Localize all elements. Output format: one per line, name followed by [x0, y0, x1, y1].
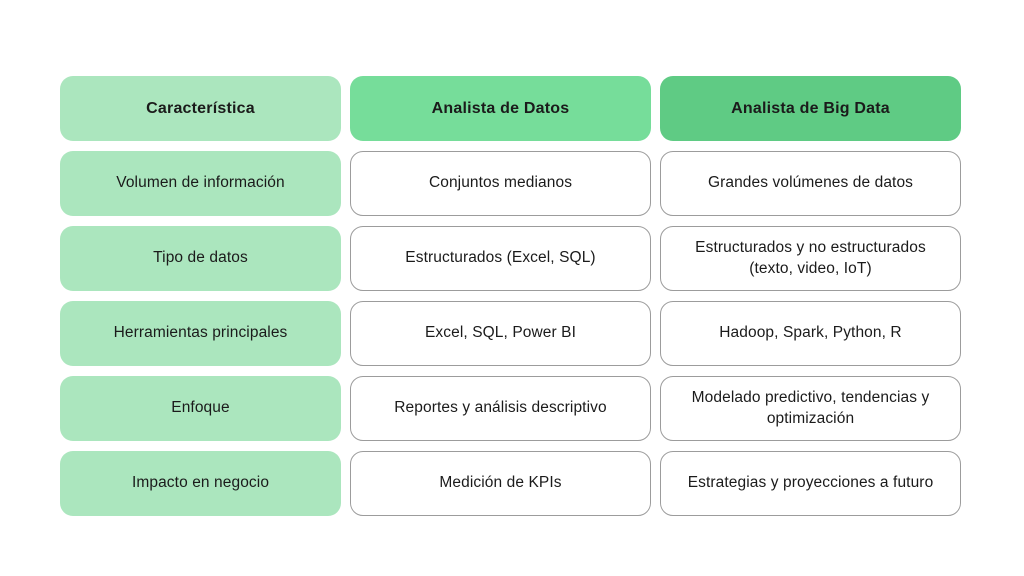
table-row: Herramientas principales Excel, SQL, Pow…: [60, 301, 963, 366]
table-header-row: Característica Analista de Datos Analist…: [60, 76, 963, 141]
row-value-bigdata-impacto-en-negocio: Estrategias y proyecciones a futuro: [660, 451, 961, 516]
row-label-tipo-de-datos: Tipo de datos: [60, 226, 341, 291]
table-row: Volumen de información Conjuntos mediano…: [60, 151, 963, 216]
row-value-bigdata-volumen-de-informacion: Grandes volúmenes de datos: [660, 151, 961, 216]
row-value-analyst-volumen-de-informacion: Conjuntos medianos: [350, 151, 651, 216]
row-value-analyst-impacto-en-negocio: Medición de KPIs: [350, 451, 651, 516]
table-row: Tipo de datos Estructurados (Excel, SQL)…: [60, 226, 963, 291]
row-value-analyst-herramientas-principales: Excel, SQL, Power BI: [350, 301, 651, 366]
row-label-herramientas-principales: Herramientas principales: [60, 301, 341, 366]
header-cell-feature: Característica: [60, 76, 341, 141]
row-label-impacto-en-negocio: Impacto en negocio: [60, 451, 341, 516]
row-value-analyst-enfoque: Reportes y análisis descriptivo: [350, 376, 651, 441]
table-row: Impacto en negocio Medición de KPIs Estr…: [60, 451, 963, 516]
row-value-analyst-tipo-de-datos: Estructurados (Excel, SQL): [350, 226, 651, 291]
comparison-table: Característica Analista de Datos Analist…: [60, 76, 963, 516]
header-cell-data-analyst: Analista de Datos: [350, 76, 651, 141]
row-label-volumen-de-informacion: Volumen de información: [60, 151, 341, 216]
table-row: Enfoque Reportes y análisis descriptivo …: [60, 376, 963, 441]
row-value-bigdata-tipo-de-datos: Estructurados y no estructurados (texto,…: [660, 226, 961, 291]
header-cell-big-data-analyst: Analista de Big Data: [660, 76, 961, 141]
row-value-bigdata-enfoque: Modelado predictivo, tendencias y optimi…: [660, 376, 961, 441]
row-label-enfoque: Enfoque: [60, 376, 341, 441]
row-value-bigdata-herramientas-principales: Hadoop, Spark, Python, R: [660, 301, 961, 366]
